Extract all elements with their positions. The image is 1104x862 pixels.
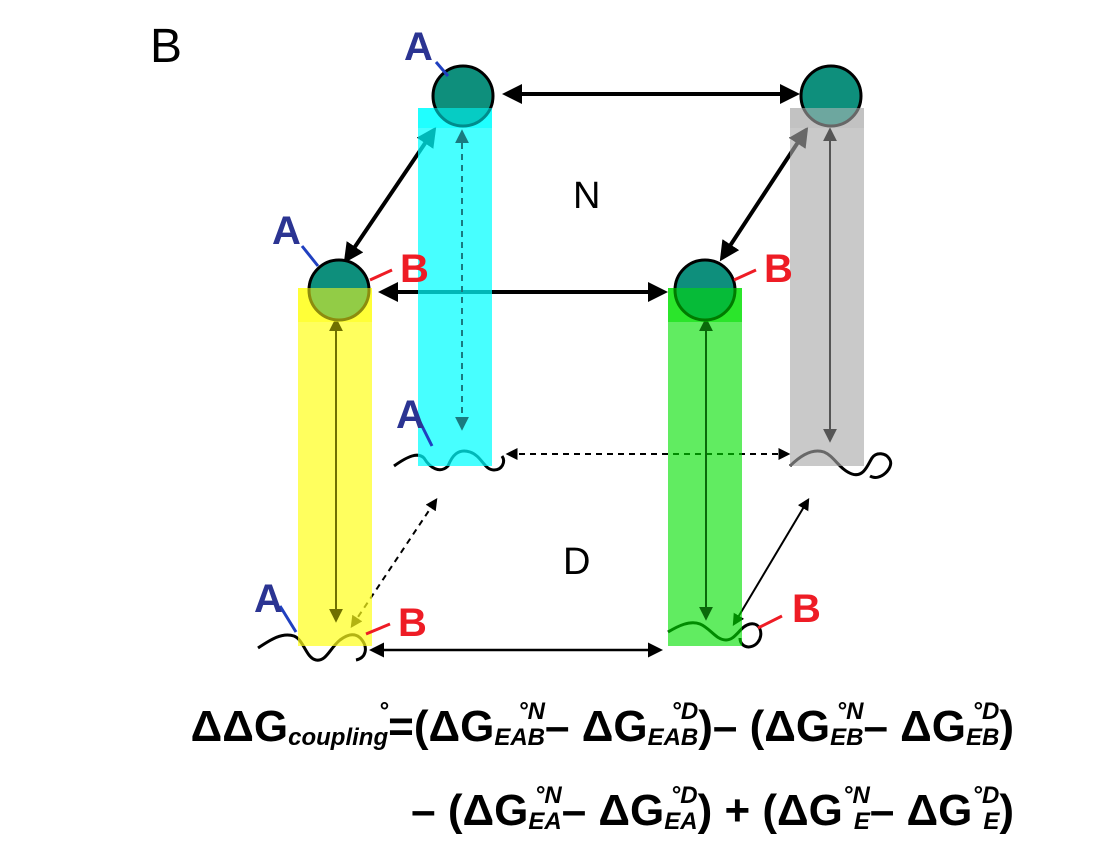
a-tick-unfolded-front: [278, 605, 298, 633]
term-eab-native: (ΔG: [413, 702, 495, 751]
close-paren: ): [697, 786, 713, 835]
a-tick-unfolded-back: [416, 417, 434, 447]
minus-sign: –: [712, 702, 750, 751]
mutation-a-label: A: [396, 393, 425, 437]
sub: E: [983, 808, 1000, 836]
sup: °N: [518, 698, 546, 726]
term-eab-denatured: – ΔG: [545, 702, 648, 751]
mutation-a-label: A: [254, 577, 283, 621]
native-state-label: N: [573, 175, 600, 217]
term-eb-denatured: – ΔG: [863, 702, 966, 751]
plus-sign: +: [712, 786, 763, 835]
b-tick-front-right: [733, 268, 757, 282]
sub: E: [853, 808, 870, 836]
gray-column: [790, 108, 864, 466]
sub: EB: [966, 724, 1000, 752]
close-paren: ): [999, 786, 1014, 835]
term-ea-denatured: – ΔG: [561, 786, 665, 835]
b-tick-unfolded-front-left: [365, 622, 391, 636]
gray-node-overlay: [790, 108, 864, 128]
sup: °D: [670, 782, 698, 810]
mutation-b-label: B: [400, 247, 429, 291]
sup: °D: [972, 782, 1000, 810]
term-e-denatured: – ΔG: [869, 786, 973, 835]
close-paren: ): [698, 702, 713, 751]
sup: °D: [972, 698, 1000, 726]
b-tick-front-left: [369, 268, 393, 282]
close-paren: ): [999, 702, 1014, 751]
mutation-b-label: B: [792, 587, 821, 631]
sub: EAB: [647, 724, 699, 752]
a-tick-back-left: [434, 61, 450, 77]
panel-label: B: [150, 20, 182, 73]
mutation-a-label: A: [404, 25, 433, 69]
sub: EB: [830, 724, 864, 752]
sup: °N: [836, 698, 864, 726]
term-eb-native: (ΔG: [749, 702, 831, 751]
degree-mark: °: [378, 698, 389, 726]
b-tick-unfolded-front-right: [757, 614, 783, 630]
sup: °N: [842, 782, 870, 810]
sub: EA: [528, 808, 562, 836]
yellow-node-overlay: [298, 288, 372, 322]
coupling-subscript: coupling: [288, 724, 389, 752]
cyan-node-overlay: [418, 108, 492, 128]
term-ea-native: (ΔG: [447, 786, 529, 835]
sup: °N: [534, 782, 562, 810]
term-e-native: (ΔG: [762, 786, 843, 835]
mutation-b-label: B: [398, 601, 427, 645]
green-node-overlay: [668, 288, 742, 322]
denatured-state-label: D: [563, 541, 590, 583]
sup: °D: [671, 698, 699, 726]
edge-right-bottom-diagonal: [732, 497, 810, 627]
lhs-scripts: °coupling: [288, 700, 388, 750]
a-tick-front-left: [300, 245, 320, 267]
sub: EAB: [494, 724, 546, 752]
minus-sign: –: [411, 786, 448, 835]
equals-sign: =: [388, 702, 414, 751]
sub: EA: [664, 808, 698, 836]
mutation-a-label: A: [272, 209, 301, 253]
ddg-symbol: ΔΔG: [190, 702, 289, 751]
mutation-b-label: B: [764, 247, 793, 291]
cyan-column: [418, 108, 492, 466]
